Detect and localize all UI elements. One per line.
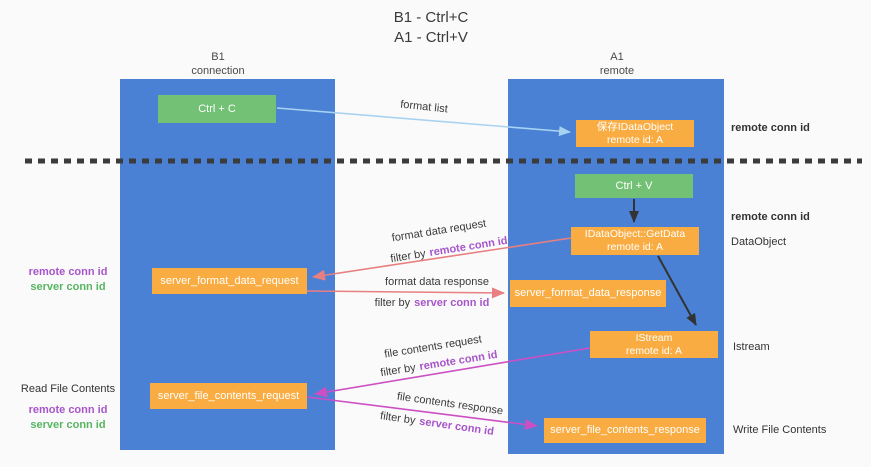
node-server-file-contents-response: server_file_contents_response [544,418,706,443]
getdata-line1: IDataObject::GetData [584,228,686,240]
file-request-label: server_file_contents_request [157,389,300,402]
lane-b1-subtitle: connection [191,65,245,77]
format-list-text: format list [399,98,449,116]
annotation-remote-conn-id-mid: remote conn id [731,211,810,223]
annotation-block-format-ids: remote conn id server conn id [18,265,118,295]
ctrl-v-label: Ctrl + V [615,179,653,192]
label-format-data-response: format data response [385,276,489,288]
file-response-label: server_file_contents_response [550,424,700,436]
getdata-line2: remote id: A [606,241,664,253]
node-server-format-data-request: server_format_data_request [152,268,307,294]
lane-header-b1: B1 connection [158,50,278,78]
format-data-response-arrow [306,287,505,299]
annotation-format-server-conn-id: server conn id [30,281,106,293]
save-dataobject-line1: 保存IDataObject [596,120,674,133]
node-server-file-contents-request: server_file_contents_request [150,383,307,409]
lane-a1-subtitle: remote [599,65,635,77]
node-save-dataobject: 保存IDataObject remote id: A [576,120,694,147]
diagram-title: B1 - Ctrl+C A1 - Ctrl+V [331,8,531,48]
title-line-2: A1 - Ctrl+V [394,29,468,46]
istream-line1: IStream [635,331,673,344]
node-ctrl-v: Ctrl + V [575,174,693,198]
format-response-label: server_format_data_response [514,287,662,299]
remote-conn-id-text: remote conn id [428,234,509,260]
lane-a1-title: A1 [610,51,624,63]
annotation-file-remote-conn-id: remote conn id [28,404,108,416]
format-data-response-text: format data response [385,276,489,288]
annotation-istream: Istream [733,341,770,353]
annotation-remote-conn-id-top: remote conn id [731,122,810,134]
filter-by-text: filter by [389,247,427,266]
save-dataobject-line2: remote id: A [606,133,664,146]
label-file-contents-response: file contents response [396,391,504,418]
node-idataobject-getdata: IDataObject::GetData remote id: A [571,227,699,255]
server-conn-id-text: server conn id [418,415,495,438]
filter-by-text: filter by [379,361,417,380]
istream-line2: remote id: A [625,344,683,357]
label-format-list: format list [400,99,449,116]
annotation-format-remote-conn-id: remote conn id [28,266,108,278]
server-conn-id-text: server conn id [414,297,490,309]
filter-by-text: filter by [374,297,411,309]
annotation-read-file-contents: Read File Contents [20,383,116,395]
format-request-label: server_format_data_request [160,274,299,287]
title-line-1: B1 - Ctrl+C [393,9,469,26]
filter-by-text: filter by [379,410,417,427]
node-ctrl-c: Ctrl + C [158,95,276,123]
annotation-block-file-ids: Read File Contents remote conn id server… [14,382,122,433]
annotation-write-file-contents: Write File Contents [733,424,827,436]
lane-header-a1: A1 remote [557,50,677,78]
annotation-dataobject: DataObject [731,236,787,248]
node-server-format-data-response: server_format_data_response [510,280,666,307]
ctrl-c-label: Ctrl + C [198,102,236,115]
lane-b1-title: B1 [211,51,225,63]
annotation-file-server-conn-id: server conn id [30,419,106,431]
file-contents-response-text: file contents response [396,390,504,418]
node-istream: IStream remote id: A [590,331,718,358]
